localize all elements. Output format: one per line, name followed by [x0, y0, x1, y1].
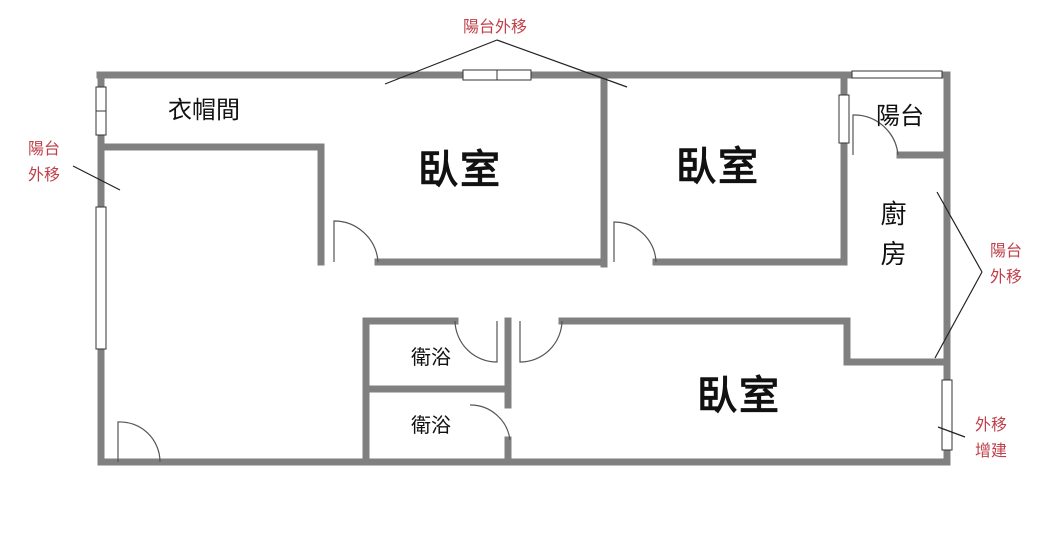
windows [95, 69, 953, 451]
annotation-left-line1: 陽台 [28, 139, 61, 158]
window-balcony-side [838, 94, 850, 144]
annotation-left-line2: 外移 [28, 164, 61, 184]
door-bedroom3 [519, 320, 563, 363]
annotation-right: 陽台 外移 [990, 238, 1022, 289]
room-label-bedroom-1: 臥室 [418, 147, 502, 193]
window-living [95, 206, 107, 350]
door-entrance [117, 421, 161, 463]
walls [96, 71, 951, 466]
room-label-bedroom-3: 臥室 [697, 373, 781, 419]
room-label-bathroom-1: 衛浴 [411, 345, 451, 369]
annotation-bottom-right-line2: 增建 [975, 440, 1008, 460]
annotation-bottom-right-line1: 外移 [975, 415, 1008, 434]
door-bedroom2 [613, 221, 657, 263]
door-balcony [852, 114, 899, 156]
room-label-kitchen: 廚房 [876, 200, 906, 280]
annotation-right-line2: 外移 [990, 266, 1023, 286]
annotation-bottom-right: 外移 增建 [975, 412, 1007, 463]
window-bedroom3 [941, 379, 953, 451]
doors [117, 114, 899, 463]
room-label-bathroom-2: 衛浴 [411, 413, 451, 437]
room-label-balcony: 陽台 [876, 102, 924, 130]
annotation-top: 陽台外移 [463, 17, 528, 36]
door-bedroom1 [333, 220, 379, 263]
annotation-right-line1: 陽台 [990, 241, 1023, 260]
annotation-left: 陽台 外移 [28, 136, 60, 187]
room-label-bedroom-2: 臥室 [676, 144, 760, 190]
window-balcony-top [851, 70, 943, 79]
annotation-lines [72, 39, 983, 438]
door-bath1 [454, 320, 498, 363]
door-bath2 [469, 404, 511, 441]
room-label-closet: 衣帽間 [168, 96, 240, 124]
